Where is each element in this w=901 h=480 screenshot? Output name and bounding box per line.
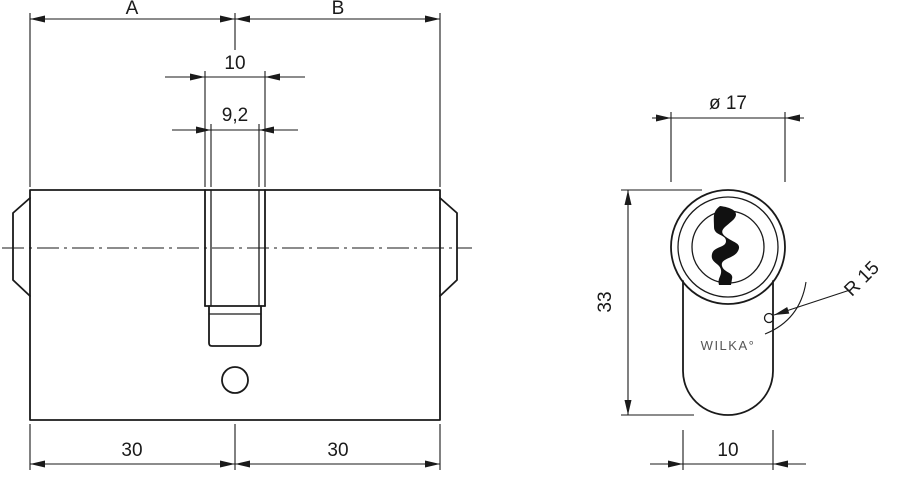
outer-circle bbox=[670, 189, 786, 305]
dim-b: B bbox=[235, 0, 441, 187]
dim-label-a: A bbox=[126, 0, 139, 19]
dim-diameter: ø 17 bbox=[652, 93, 804, 182]
dim-label-cam-inner: 9,2 bbox=[222, 105, 248, 126]
keyway-profile bbox=[711, 206, 740, 285]
arrowhead bbox=[785, 114, 800, 122]
dim-left-half: 30 bbox=[29, 424, 236, 470]
dim-cam-inner: 9,2 bbox=[172, 105, 298, 187]
arrowhead bbox=[235, 15, 250, 23]
arrowhead bbox=[774, 307, 790, 315]
retaining-pin bbox=[763, 312, 775, 324]
arrowhead bbox=[259, 126, 274, 134]
dim-label-right-half: 30 bbox=[327, 440, 348, 461]
end-chamfer-left bbox=[12, 197, 31, 297]
arrowhead bbox=[30, 460, 45, 468]
arrowhead bbox=[668, 460, 683, 468]
arrowhead bbox=[656, 114, 671, 122]
end-chamfer-right bbox=[439, 197, 458, 297]
arrowhead bbox=[220, 15, 235, 23]
arrowhead bbox=[196, 126, 211, 134]
radius-arc bbox=[764, 281, 807, 335]
dim-right-half: 30 bbox=[235, 424, 441, 470]
dim-label-body-width: 10 bbox=[717, 440, 738, 461]
dim-a: A bbox=[29, 0, 236, 187]
arrowhead bbox=[425, 460, 440, 468]
screw-hole bbox=[221, 366, 249, 394]
arrowhead bbox=[220, 460, 235, 468]
front-view: WILKA° ø 17 33 R 15 bbox=[595, 93, 884, 470]
arrowhead bbox=[265, 73, 280, 81]
brand-text: WILKA° bbox=[701, 338, 756, 353]
dim-label-cam-width: 10 bbox=[224, 53, 245, 74]
dim-radius: R 15 bbox=[764, 257, 884, 335]
arrowhead bbox=[624, 400, 632, 415]
cylinder-body-front bbox=[682, 280, 774, 416]
dim-body-width: 10 bbox=[650, 430, 806, 470]
arrowhead bbox=[624, 190, 632, 205]
dim-label-b: B bbox=[332, 0, 345, 19]
cylinder-body-side bbox=[29, 189, 441, 421]
dim-label-diameter: ø 17 bbox=[709, 93, 747, 114]
chamfer-circle bbox=[677, 196, 779, 298]
dim-label-height: 33 bbox=[595, 291, 616, 312]
dim-height: 33 bbox=[595, 189, 702, 416]
cam bbox=[204, 189, 266, 347]
cam-lobe bbox=[208, 305, 262, 347]
dim-label-left-half: 30 bbox=[121, 440, 142, 461]
dim-label-radius: R 15 bbox=[840, 257, 883, 300]
arrowhead bbox=[235, 460, 250, 468]
arrowhead bbox=[30, 15, 45, 23]
arrowhead bbox=[425, 15, 440, 23]
arrowhead bbox=[773, 460, 788, 468]
side-view: A B 10 9,2 bbox=[2, 0, 472, 470]
arrowhead bbox=[190, 73, 205, 81]
